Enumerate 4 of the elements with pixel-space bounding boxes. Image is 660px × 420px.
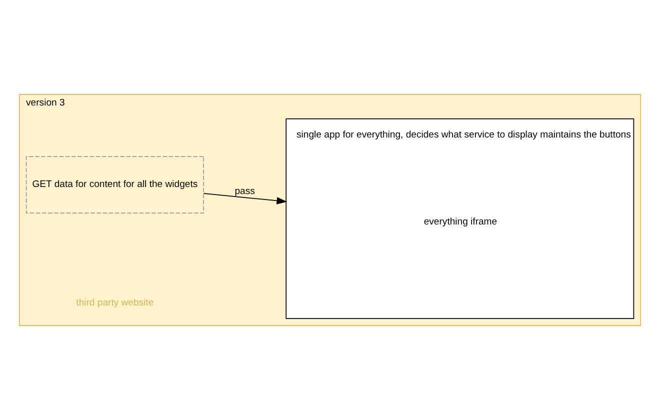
edge-label: pass [234,186,255,198]
arrow [203,193,288,204]
node-box: GET data for content for all the widgets [26,156,204,214]
node-box: single app for everything, decides what service to display maintains the buttons everything iframe [286,118,634,320]
